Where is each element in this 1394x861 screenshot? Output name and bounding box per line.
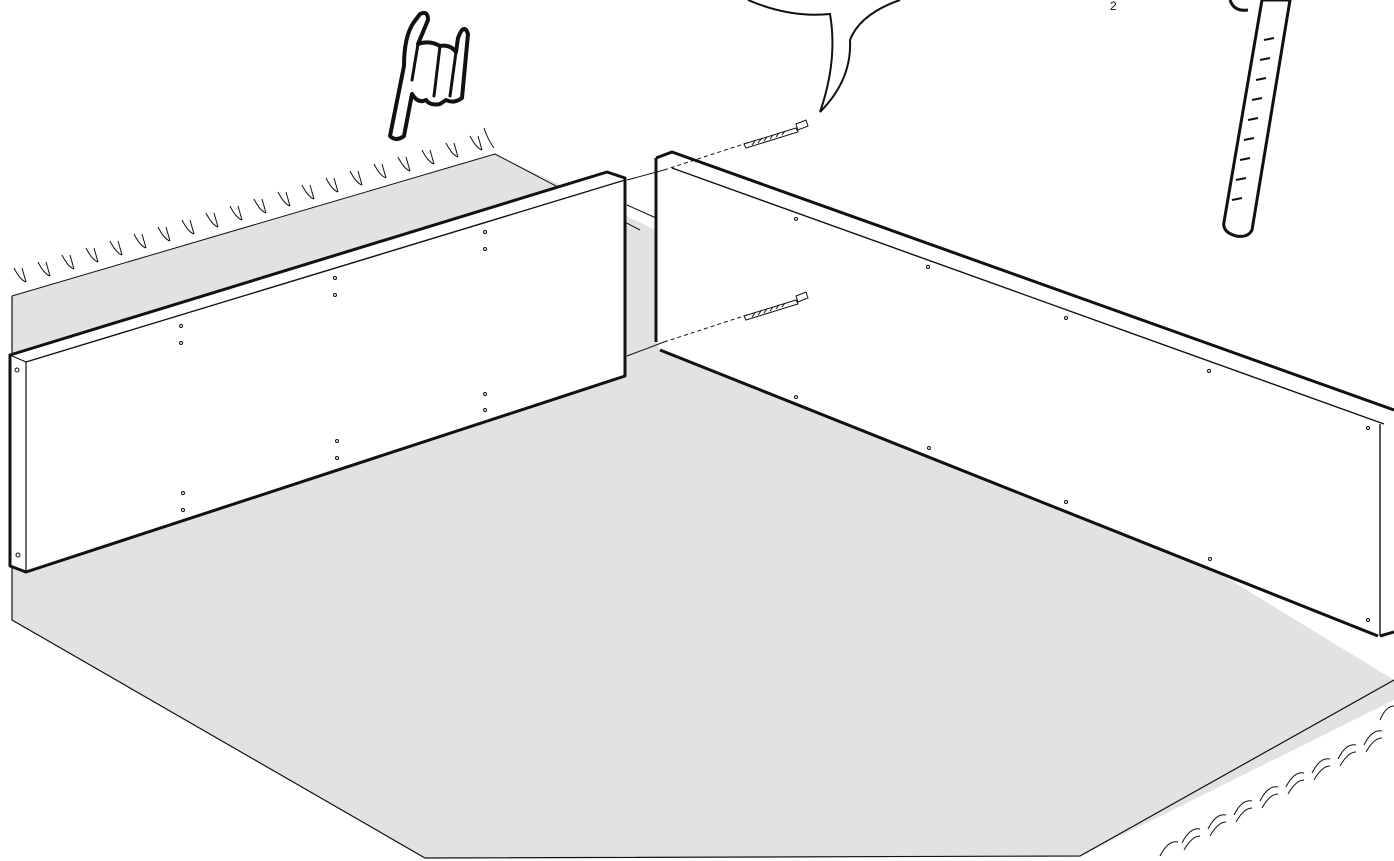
speech-bubble: [748, 0, 900, 112]
floor-edge: [627, 205, 656, 218]
callout-label: 2: [1110, 0, 1117, 12]
pointing-hand-icon: [390, 13, 468, 139]
rail-bracket: [1224, 0, 1290, 236]
screw-icon: [744, 120, 808, 148]
